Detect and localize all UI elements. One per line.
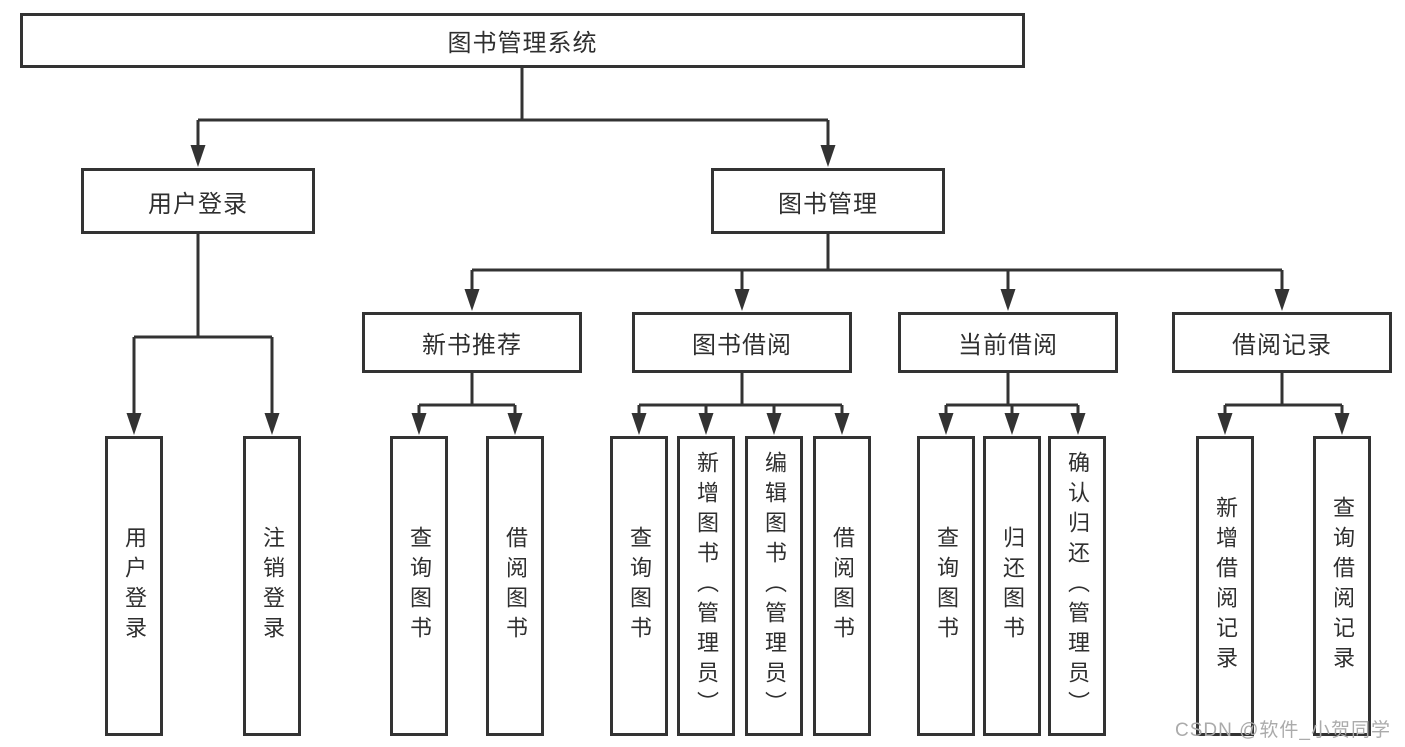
node-library-management-system: 图书管理系统	[20, 13, 1025, 68]
leaf-query-borrow-record: 查询借阅记录	[1313, 436, 1371, 736]
leaf-confirm-return-admin: 确认归还（管理员）	[1048, 436, 1106, 736]
node-borrow-records: 借阅记录	[1172, 312, 1392, 373]
leaf-borrow-books-recommend: 借阅图书	[486, 436, 544, 736]
leaf-return-books-label: 归还图书	[1000, 526, 1025, 646]
leaf-borrow-books-recommend-label: 借阅图书	[503, 526, 528, 646]
leaf-user-login: 用户登录	[105, 436, 163, 736]
leaf-user-login-label: 用户登录	[122, 526, 147, 646]
leaf-add-borrow-record-label: 新增借阅记录	[1213, 496, 1238, 676]
leaf-logout-label: 注销登录	[260, 526, 285, 646]
node-book-management: 图书管理	[711, 168, 945, 234]
leaf-return-books: 归还图书	[983, 436, 1041, 736]
leaf-query-books-borrow: 查询图书	[610, 436, 668, 736]
leaf-add-books-admin-label: 新增图书（管理员）	[694, 451, 719, 721]
leaf-borrow-books-label: 借阅图书	[830, 526, 855, 646]
leaf-logout: 注销登录	[243, 436, 301, 736]
node-book-borrow: 图书借阅	[632, 312, 852, 373]
leaf-edit-books-admin-label: 编辑图书（管理员）	[762, 451, 787, 721]
node-new-book-recommend: 新书推荐	[362, 312, 582, 373]
leaf-query-books-borrow-label: 查询图书	[627, 526, 652, 646]
leaf-add-borrow-record: 新增借阅记录	[1196, 436, 1254, 736]
leaf-query-books-recommend: 查询图书	[390, 436, 448, 736]
leaf-borrow-books: 借阅图书	[813, 436, 871, 736]
csdn-watermark: CSDN @软件_小贺同学	[1175, 720, 1391, 741]
node-current-borrow: 当前借阅	[898, 312, 1118, 373]
node-user-login: 用户登录	[81, 168, 315, 234]
leaf-query-borrow-record-label: 查询借阅记录	[1330, 496, 1355, 676]
arrowheads	[126, 145, 1350, 435]
leaf-query-books-recommend-label: 查询图书	[407, 526, 432, 646]
leaf-query-books-current: 查询图书	[917, 436, 975, 736]
leaf-edit-books-admin: 编辑图书（管理员）	[745, 436, 803, 736]
leaf-add-books-admin: 新增图书（管理员）	[677, 436, 735, 736]
leaf-query-books-current-label: 查询图书	[934, 526, 959, 646]
leaf-confirm-return-admin-label: 确认归还（管理员）	[1065, 451, 1090, 721]
